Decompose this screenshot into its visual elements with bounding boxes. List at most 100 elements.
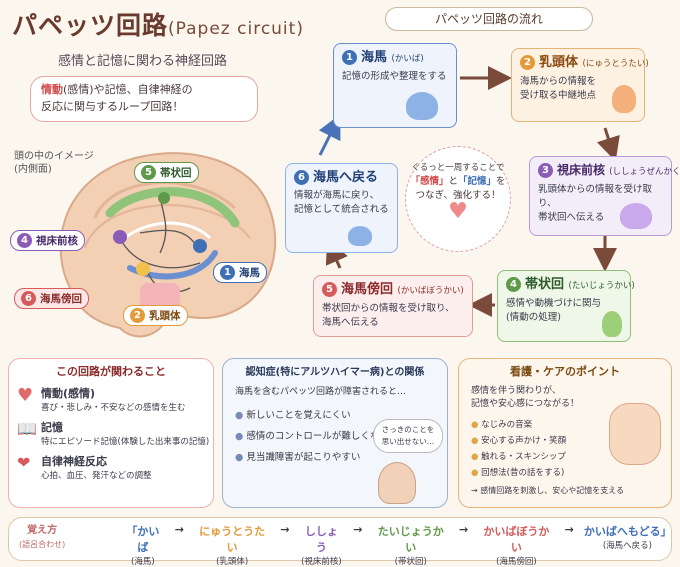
elderly-person-icon xyxy=(378,462,416,504)
step-4-desc-2: (情動の処理) xyxy=(506,312,561,323)
brain-tag-parahippocampal: 6 海馬傍回 xyxy=(14,288,89,309)
mnemonic-term: (海馬へ戻る) xyxy=(602,541,652,551)
step-5-num: 5 xyxy=(322,282,337,297)
brain-num-4: 4 xyxy=(17,233,32,248)
step-4-name: 帯状回 xyxy=(525,277,565,292)
loop-memory: 「記憶」 xyxy=(458,176,497,187)
step-5-desc-2: 海馬へ伝える xyxy=(322,317,379,328)
loop-summary-line3: つなぎ、強化する！ xyxy=(415,190,501,201)
nurse-and-patient-icon xyxy=(609,403,661,465)
care-lead-1: 感情を伴う関わりが、 xyxy=(471,386,561,396)
panel-dementia-lead: 海馬を含むパペッツ回路が障害されると… xyxy=(235,387,407,397)
brain-label-line1: 頭の中のイメージ xyxy=(14,151,94,162)
function-emotion-head: 情動(感情) xyxy=(41,387,96,400)
mnemonic-term: (海馬傍回) xyxy=(496,557,537,567)
loop-emotion: 「感情」 xyxy=(410,176,449,187)
function-memory-head: 記憶 xyxy=(41,421,63,434)
flow-step-6: 6 海馬へ戻る 情報が海馬に戻り、 記憶として統合される xyxy=(285,163,398,253)
brain-tag-mammillary-label: 乳頭体 xyxy=(149,310,181,322)
brain-label: 頭の中のイメージ(内側面) xyxy=(14,150,94,176)
care-foot: → 感情回路を刺激し、安心や記憶を支える xyxy=(471,486,625,495)
flow-title: パペッツ回路の流れ xyxy=(385,7,593,31)
mnemonic-kana: たいじょうかい xyxy=(377,525,444,554)
mnemonic-label: 覚え方 (語呂合わせ) xyxy=(19,524,65,552)
mnemonic-term: (視床前核) xyxy=(301,557,342,567)
dementia-item-1: 新しいことを覚えにくい xyxy=(246,410,351,421)
step-2-num: 2 xyxy=(520,55,535,70)
mnemonic-step: 「かいば(海馬) xyxy=(121,523,165,567)
care-item-3: 触れる・スキンシップ xyxy=(481,452,566,462)
mnemonic-bar: 覚え方 (語呂合わせ) 「かいば(海馬) → にゅうとうたい (乳頭体) → ししょ… xyxy=(8,517,672,567)
heart-icon: ♥ xyxy=(17,385,34,406)
title-sub: (Papez circuit) xyxy=(168,19,304,39)
care-item-2: 安心する声かけ・笑顔 xyxy=(481,436,567,446)
mnemonic-kana: かいばへもどる」 xyxy=(583,525,672,538)
care-item-1: なじみの音楽 xyxy=(481,420,533,430)
step-6-num: 6 xyxy=(294,170,309,185)
organ-heart-icon: ❤ xyxy=(17,453,31,472)
step-6-desc-1: 情報が海馬に戻り、 xyxy=(294,190,380,201)
mascot-icon xyxy=(406,92,438,120)
mnemonic-term: (乳頭体) xyxy=(216,557,249,567)
brain-tag-cingulate: 5 帯状回 xyxy=(134,162,199,183)
panel-dementia: 認知症(特にアルツハイマー病)との関係 海馬を含むパペッツ回路が障害されると… … xyxy=(222,358,448,508)
brain-tag-parahippocampal-label: 海馬傍回 xyxy=(40,293,82,305)
arrow-right-icon: → xyxy=(353,523,363,536)
panel-functions-title: この回路が関わること xyxy=(56,365,166,378)
intro-text-1: (感情)や記憶、自律神経の xyxy=(63,83,193,96)
loop-wo: を xyxy=(496,176,506,187)
step-3-name: 視床前核 xyxy=(557,163,606,177)
loop-summary: ぐるっと一周することで 「感情」と「記憶」を つなぎ、強化する！ ♥ xyxy=(405,146,511,252)
dementia-item-2: 感情のコントロールが難しくなる xyxy=(246,431,389,442)
arrow-right-icon: → xyxy=(280,523,290,536)
step-1-reading: (かいば) xyxy=(391,54,424,64)
brain-num-6: 6 xyxy=(21,291,36,306)
step-6-desc-2: 記憶として統合される xyxy=(294,204,389,215)
mnemonic-label-1: 覚え方 xyxy=(27,525,58,536)
flow-step-5: 5 海馬傍回 (かいばぼうかい) 帯状回からの情報を受け取り、 海馬へ伝える xyxy=(313,275,473,337)
brain-num-1: 1 xyxy=(220,265,235,280)
mnemonic-label-2: (語呂合わせ) xyxy=(19,540,66,549)
step-3-num: 3 xyxy=(538,163,553,178)
step-5-desc-1: 帯状回からの情報を受け取り、 xyxy=(322,303,455,314)
brain-num-5: 5 xyxy=(141,165,156,180)
mascot-icon xyxy=(348,226,372,246)
flow-arrows xyxy=(318,66,620,317)
brain-tag-cingulate-label: 帯状回 xyxy=(160,167,192,179)
intro-emphasis: 情動 xyxy=(41,83,63,96)
step-5-name: 海馬傍回 xyxy=(341,282,394,297)
arrow-right-icon: → xyxy=(564,523,574,536)
step-4-reading: (たいじょうかい) xyxy=(568,281,635,291)
step-3-desc-1: 乳頭体からの情報を受け取り、 xyxy=(538,184,653,209)
mascot-icon xyxy=(620,203,652,229)
mnemonic-step: ししょう(視床前核) xyxy=(300,523,344,567)
loop-summary-line1: ぐるっと一周することで xyxy=(411,163,505,173)
bubble-line1: さっきのことを xyxy=(381,425,435,434)
mnemonic-term: (帯状回) xyxy=(394,557,427,567)
step-2-desc-1: 海馬からの情報を xyxy=(520,76,597,87)
intro-text-2: 反応に関与するループ回路！ xyxy=(41,100,184,113)
dementia-item-3: 見当識障害が起こりやすい xyxy=(246,452,361,463)
mnemonic-step: かいばへもどる」 (海馬へ戻る) xyxy=(583,523,672,567)
heart-icon: ♥ xyxy=(448,199,468,224)
panel-dementia-title: 認知症(特にアルツハイマー病)との関係 xyxy=(245,367,425,378)
mnemonic-step: かいばぼうかい(海馬傍回) xyxy=(478,523,554,567)
mascot-icon xyxy=(602,311,622,337)
care-item-4: 回想法(昔の話をする) xyxy=(481,468,565,478)
mnemonic-kana: 「かいば xyxy=(126,525,160,554)
page-subtitle: 感情と記憶に関わる神経回路 xyxy=(58,54,228,69)
care-lead-2: 記憶や安心感につながる！ xyxy=(471,399,580,409)
step-1-name: 海馬 xyxy=(361,50,388,65)
bubble-line2: 思い出せない… xyxy=(381,437,435,446)
step-2-desc-2: 受け取る中継地点 xyxy=(520,90,597,101)
function-emotion-desc: 喜び・悲しみ・不安などの感情を生む xyxy=(41,403,186,413)
mnemonic-step: たいじょうかい (帯状回) xyxy=(372,523,448,567)
step-1-num: 1 xyxy=(342,50,357,65)
mnemonic-kana: にゅうとうたい xyxy=(199,525,266,554)
step-6-name: 海馬へ戻る xyxy=(313,170,379,185)
step-5-reading: (かいばぼうかい) xyxy=(397,286,464,296)
loop-to: と xyxy=(448,176,458,187)
